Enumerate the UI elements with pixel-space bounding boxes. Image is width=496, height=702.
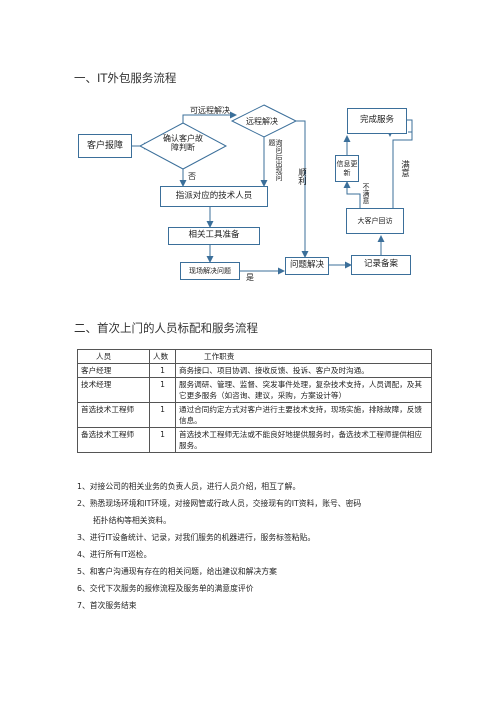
service-flowchart	[132, 104, 413, 275]
count-cell: 1	[149, 402, 176, 428]
role-cell: 技术经理	[77, 377, 150, 403]
duty-cell: 首选技术工程师无法或不能良好地提供服务时，备选技术工程师提供相应服务。	[175, 427, 432, 453]
list-item: 1、对接公司的相关业务的负责人员，进行人员介绍，相互了解。	[77, 482, 301, 491]
big-customer-visit-box: 大客户回访	[346, 208, 404, 234]
service-steps-list: 1、对接公司的相关业务的负责人员，进行人员介绍，相互了解。 2、熟悉现场环境和I…	[77, 483, 361, 619]
count-cell: 1	[149, 363, 176, 378]
table-row: 备选技术工程师 1 首选技术工程师无法或不能良好地提供服务时，备选技术工程师提供…	[77, 427, 432, 453]
arrow-confirm-to-remote	[182, 111, 237, 123]
list-item: 4、进行所有IT巡检。	[77, 550, 152, 559]
unsatisfied-label: 不满意	[362, 183, 370, 204]
smooth-label: 顺利	[296, 168, 307, 185]
section-1-heading: 一、IT外包服务流程	[74, 71, 177, 85]
customer-report-box: 客户报障	[78, 134, 132, 158]
duty-cell: 服务调研、管理、监督、突发事件处理，复杂技术支持，人员调配，及其它更多服务（如咨…	[175, 377, 432, 403]
header-cell-duty: 工作职责	[175, 349, 432, 364]
info-update-box: 信息更新	[335, 155, 359, 182]
onsite-solve-box: 现场解决问题	[180, 262, 240, 280]
confirm-fault-label: 确认客户故障判断	[163, 134, 203, 153]
header-cell-count: 人数	[149, 349, 176, 364]
list-item: 7、首次服务结束	[77, 601, 137, 610]
remote-solve-label: 远程解决	[246, 117, 278, 126]
arrow-remote-to-solved	[296, 120, 309, 258]
arrow-visit-to-update	[343, 181, 361, 208]
list-item: 拓扑结构等相关资料。	[93, 516, 171, 525]
list-item: 6、交代下次服务的报修流程及服务单的满意度评价	[77, 584, 254, 593]
yes-label: 是	[246, 273, 254, 282]
duty-cell: 通过合同约定方式对客户进行主要技术支持，现场实施，排除故障，反馈信息。	[175, 402, 432, 428]
satisfied-label: 满意	[399, 160, 410, 177]
no-label: 否	[188, 172, 196, 181]
table-row: 技术经理 1 服务调研、管理、监督、突发事件处理，复杂技术支持，人员调配，及其它…	[77, 377, 432, 403]
table-row: 客户经理 1 商务接口、项目协调、接收反馈、投诉、客户及时沟通。	[77, 363, 432, 378]
section-2-heading: 二、首次上门的人员标配和服务流程	[74, 321, 258, 335]
list-item: 3、进行IT设备统计、记录，对我们服务的机器进行，服务标签粘贴。	[77, 533, 316, 542]
list-item: 2、熟悉现场环境和IT环境，对接网管或行政人员，交接现有的IT资料，账号、密码	[77, 499, 362, 508]
duty-cell: 商务接口、项目协调、接收反馈、投诉、客户及时沟通。	[175, 363, 432, 378]
header-cell-role: 人员	[77, 349, 150, 364]
count-cell: 1	[149, 377, 176, 403]
count-cell: 1	[149, 427, 176, 453]
role-cell: 备选技术工程师	[77, 427, 150, 453]
problem-solved-box: 问题解决	[285, 257, 329, 275]
remote-possible-label: 可远程解决	[190, 106, 230, 115]
table-header-row: 人员 人数 工作职责	[77, 349, 432, 364]
role-cell: 客户经理	[77, 363, 150, 378]
complete-service-box: 完成服务	[347, 108, 407, 134]
assign-technician-box: 指派对应的技术人员	[160, 186, 268, 207]
arrow-visit-to-complete	[392, 131, 413, 208]
role-cell: 首选技术工程师	[77, 402, 150, 428]
list-item: 5、和客户沟通现有存在的相关问题，给出建议和解决方案	[77, 567, 277, 576]
vertical-note-label: 询问后出现问题	[268, 139, 283, 181]
tools-preparation-box: 相关工具准备	[168, 227, 260, 245]
table-row: 首选技术工程师 1 通过合同约定方式对客户进行主要技术支持，现场实施，排除故障，…	[77, 402, 432, 428]
record-filing-box: 记录备案	[351, 255, 411, 275]
staff-table: 人员 人数 工作职责 客户经理 1 商务接口、项目协调、接收反馈、投诉、客户及时…	[77, 349, 432, 453]
